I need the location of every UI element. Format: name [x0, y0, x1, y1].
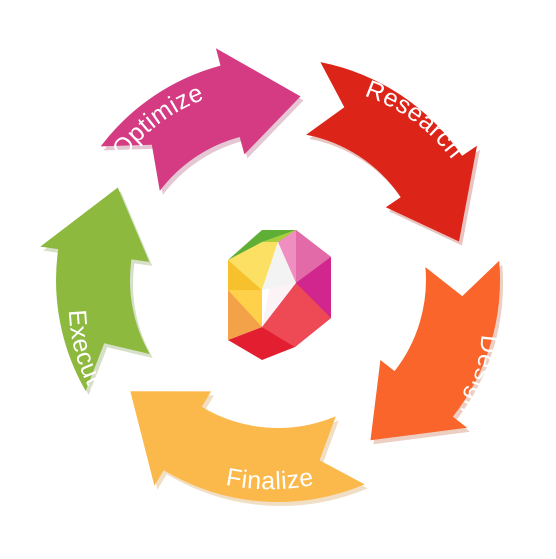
ring-segment-design — [370, 260, 501, 441]
ring-segment-research — [306, 62, 477, 242]
ring-segment-execute — [40, 187, 150, 391]
cycle-ring — [40, 48, 504, 507]
ring-segment-optimize — [100, 48, 301, 191]
hexagon-cube-logo — [228, 230, 331, 360]
stage-label-finalize: Finalize — [224, 463, 316, 495]
ring-segment-finalize — [130, 391, 365, 503]
